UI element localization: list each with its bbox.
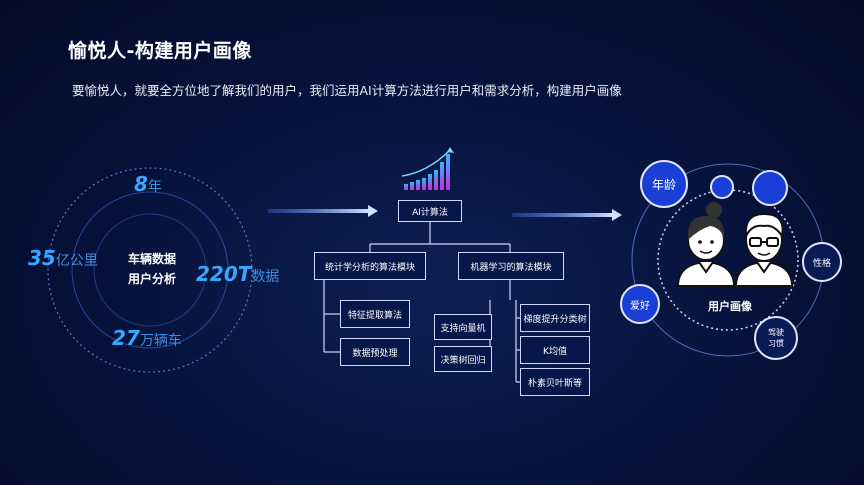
- tree-root-node: AI计算法: [398, 200, 462, 222]
- user-profile-label: 用户画像: [708, 300, 752, 313]
- data-core-label: 车辆数据 用户分析: [112, 249, 192, 289]
- users-avatar-icon: [676, 202, 794, 287]
- tree-decision-tree: 决策树回归: [434, 346, 492, 372]
- stat-vehicles-unit: 万辆车: [139, 333, 182, 349]
- node-driving-habit: 驾驶 习惯: [754, 316, 798, 360]
- stat-years-unit: 年: [147, 179, 162, 195]
- growth-chart-icon: [401, 147, 454, 190]
- stat-years-value: 8: [134, 172, 148, 196]
- node-age: 年龄: [640, 160, 688, 208]
- tree-data-preprocessing: 数据预处理: [340, 338, 410, 366]
- page-title: 愉悦人-构建用户画像: [68, 40, 252, 62]
- arrow-left-icon: [268, 205, 378, 217]
- stat-data-volume: 220T数据: [196, 262, 279, 286]
- stat-data-volume-value: 220T: [196, 262, 252, 286]
- tree-svm: 支持向量机: [434, 314, 492, 340]
- stat-mileage: 35亿公里: [28, 246, 98, 270]
- core-line-2: 用户分析: [127, 272, 176, 286]
- node-empty-small: [710, 175, 734, 199]
- tree-kmeans: K均值: [520, 336, 590, 364]
- driving-line-2: 习惯: [768, 339, 784, 348]
- stat-mileage-unit: 亿公里: [55, 253, 98, 269]
- node-empty-medium: [752, 170, 788, 206]
- stat-years: 8年: [134, 172, 162, 196]
- stat-vehicles: 27万辆车: [112, 326, 182, 350]
- stat-vehicles-value: 27: [112, 326, 140, 350]
- tree-stat-branch: 统计学分析的算法模块: [314, 252, 426, 280]
- node-hobby: 爱好: [620, 284, 660, 324]
- tree-gbdt: 梯度提升分类树: [520, 304, 590, 332]
- stat-data-volume-unit: 数据: [251, 269, 280, 285]
- node-personality: 性格: [802, 242, 842, 282]
- driving-line-1: 驾驶: [768, 328, 784, 337]
- data-rings: [47, 167, 253, 373]
- stat-mileage-value: 35: [28, 246, 56, 270]
- core-line-1: 车辆数据: [127, 252, 176, 266]
- tree-ml-branch: 机器学习的算法模块: [458, 252, 564, 280]
- tree-feature-extraction: 特征提取算法: [340, 300, 410, 328]
- arrow-right-icon: [512, 209, 622, 221]
- page-subtitle: 要愉悦人，就要全方位地了解我们的用户，我们运用AI计算方法进行用户和需求分析，构…: [72, 83, 622, 98]
- tree-naive-bayes: 朴素贝叶斯等: [520, 368, 590, 396]
